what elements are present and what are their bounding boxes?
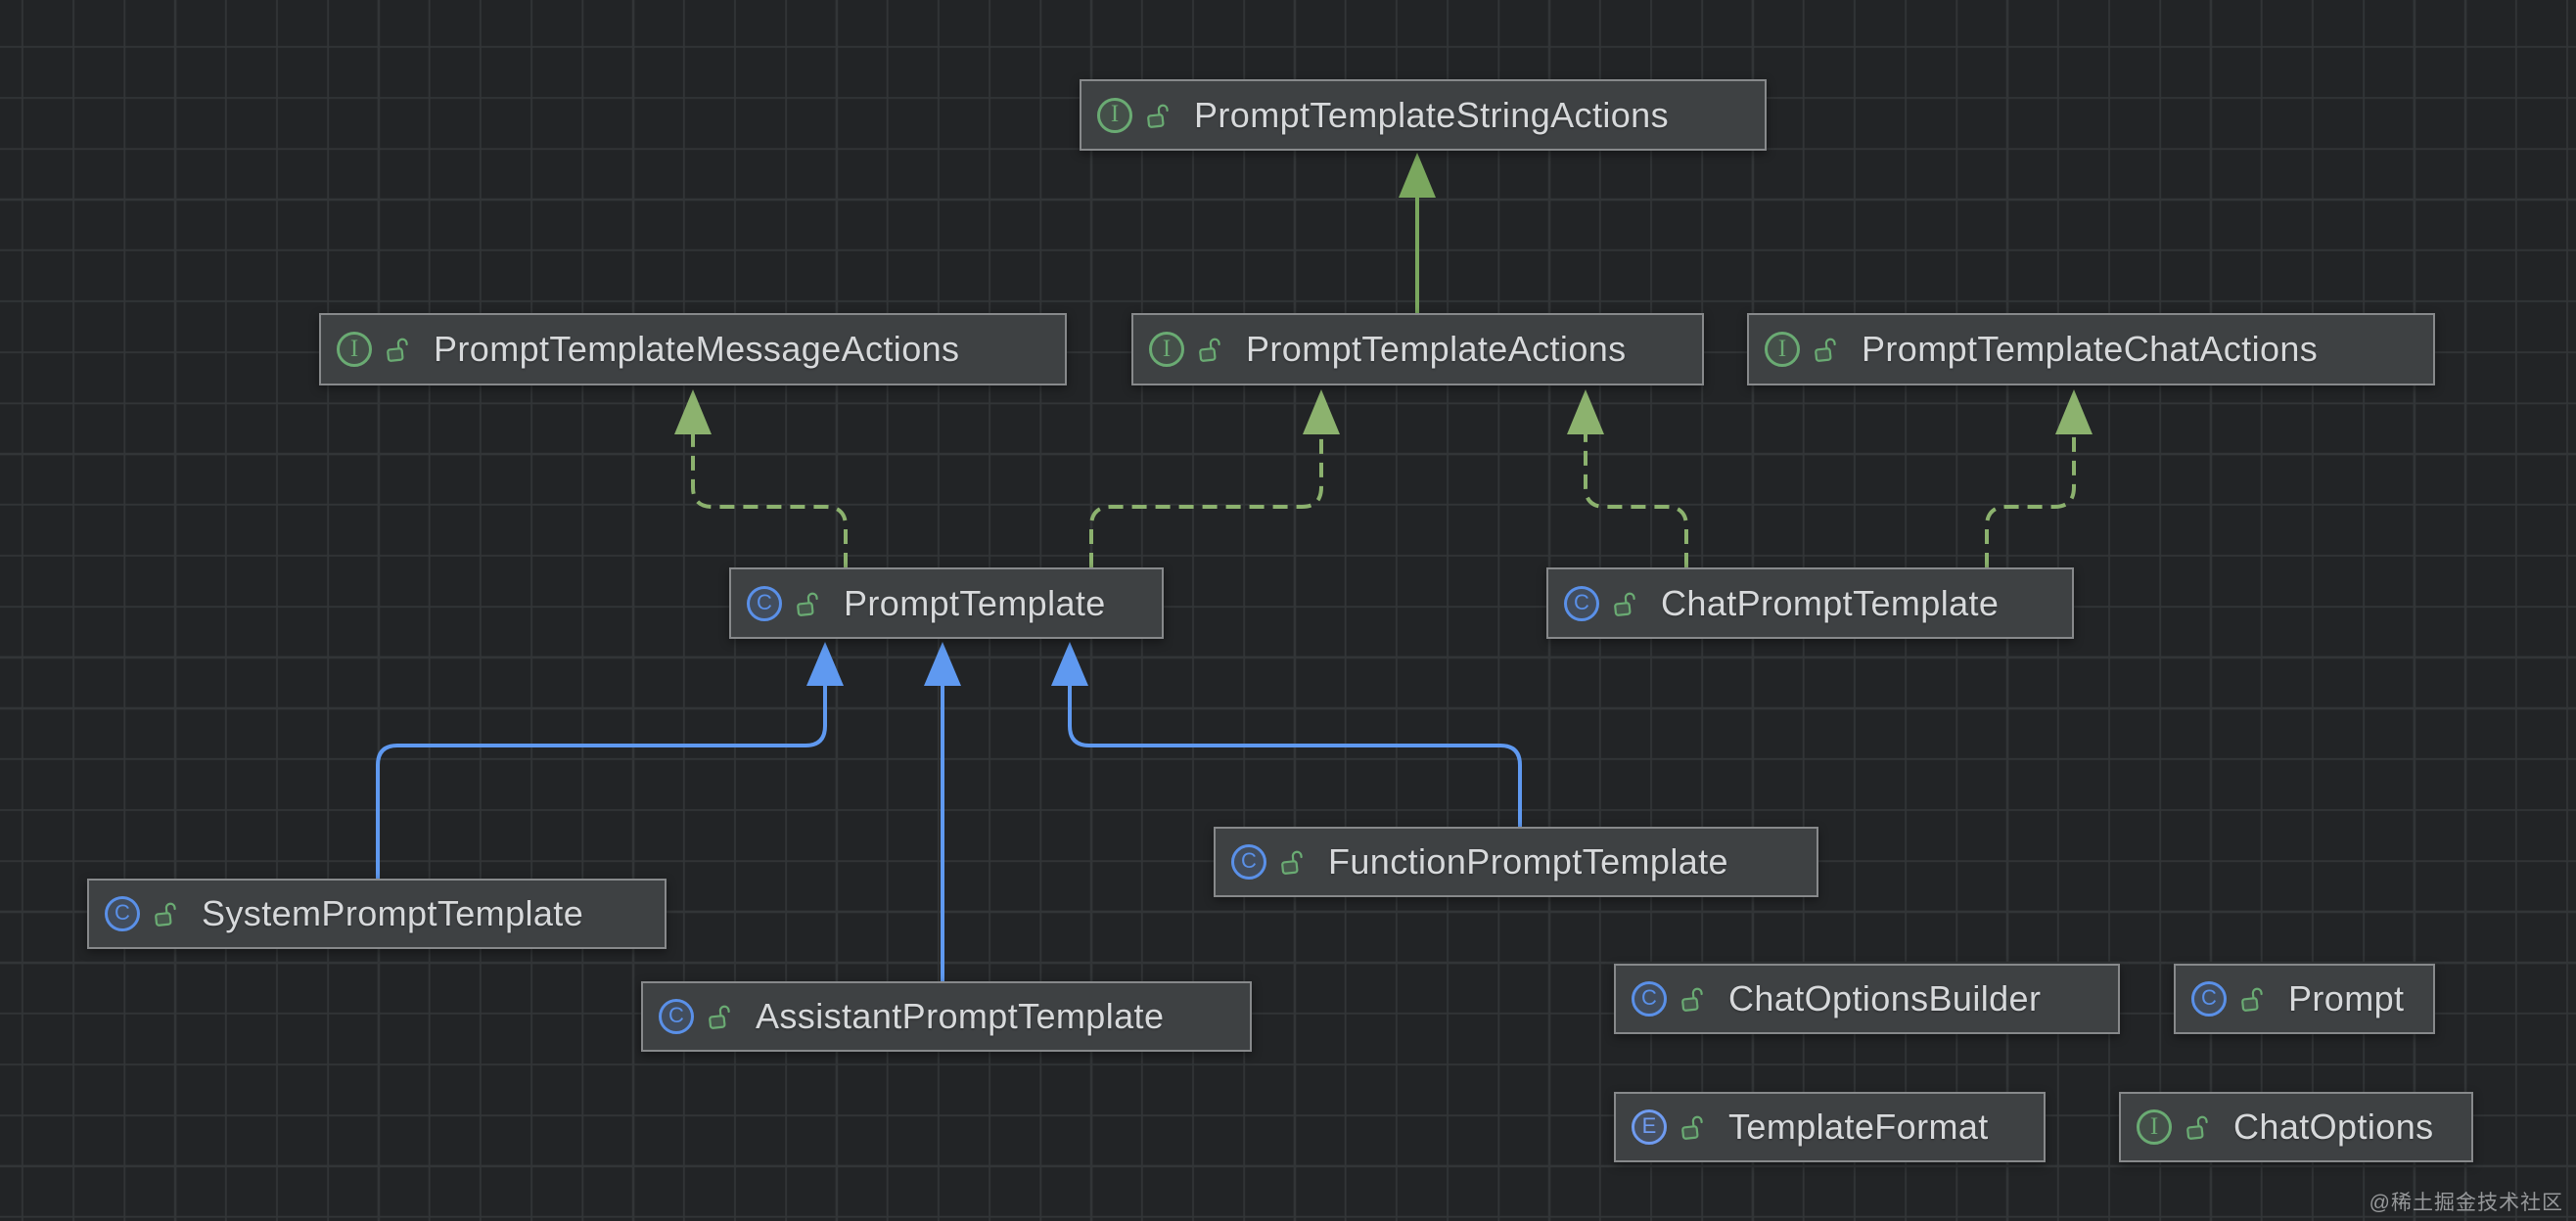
- node-label: PromptTemplateActions: [1246, 329, 1627, 369]
- node-prompt-template-actions[interactable]: I PromptTemplateActions: [1131, 313, 1704, 385]
- node-chat-options-builder[interactable]: C ChatOptionsBuilder: [1614, 964, 2120, 1034]
- unlocked-public-icon: [155, 902, 176, 927]
- class-icon: C: [659, 999, 694, 1034]
- node-system-prompt-template[interactable]: C SystemPromptTemplate: [87, 879, 667, 949]
- unlocked-public-icon: [797, 592, 818, 616]
- node-label: SystemPromptTemplate: [202, 893, 584, 933]
- class-icon: C: [2191, 981, 2227, 1017]
- unlocked-public-icon: [1614, 592, 1635, 616]
- node-prompt-template-message-actions[interactable]: I PromptTemplateMessageActions: [319, 313, 1067, 385]
- node-function-prompt-template[interactable]: C FunctionPromptTemplate: [1214, 827, 1818, 897]
- extends-arrowhead-icon: [806, 642, 844, 686]
- interface-icon: I: [2137, 1109, 2172, 1145]
- implements-arrowhead-icon: [1303, 389, 1340, 434]
- implements-arrowhead-icon: [1567, 389, 1604, 434]
- node-label: ChatOptions: [2233, 1107, 2434, 1147]
- node-prompt-template[interactable]: C PromptTemplate: [729, 567, 1164, 639]
- interface-icon: I: [1097, 97, 1132, 133]
- unlocked-public-icon: [387, 338, 408, 362]
- node-prompt-template-string-actions[interactable]: I PromptTemplateStringActions: [1080, 79, 1767, 151]
- unlocked-public-icon: [1199, 338, 1220, 362]
- edge-systemprompttemplate-extends-prompttemplate: [376, 642, 844, 879]
- unlocked-public-icon: [2186, 1115, 2208, 1140]
- implements-arrowhead-icon: [2055, 389, 2093, 434]
- node-label: TemplateFormat: [1728, 1107, 1989, 1147]
- edge-prompttemplateactions-extends-prompttemplatestringactions: [1399, 153, 1436, 313]
- node-label: AssistantPromptTemplate: [756, 996, 1165, 1036]
- class-icon: C: [1231, 844, 1266, 880]
- unlocked-public-icon: [1681, 1115, 1703, 1140]
- interface-icon: I: [337, 332, 372, 367]
- node-label: ChatOptionsBuilder: [1728, 978, 2042, 1018]
- edge-chatprompttemplate-implements-prompttemplatechatactions: [1985, 389, 2093, 567]
- unlocked-public-icon: [1147, 104, 1169, 128]
- interface-icon: I: [1149, 332, 1184, 367]
- unlocked-public-icon: [1681, 987, 1703, 1012]
- edge-functionprompttemplate-extends-prompttemplate: [1051, 642, 1522, 827]
- node-chat-prompt-template[interactable]: C ChatPromptTemplate: [1546, 567, 2074, 639]
- class-icon: C: [1564, 585, 1599, 621]
- extends-arrowhead-icon: [1051, 642, 1088, 686]
- class-icon: C: [105, 896, 140, 931]
- node-chat-options[interactable]: I ChatOptions: [2119, 1092, 2473, 1162]
- unlocked-public-icon: [1815, 338, 1836, 362]
- unlocked-public-icon: [709, 1005, 730, 1029]
- implements-arrowhead-icon: [674, 389, 712, 434]
- node-label: ChatPromptTemplate: [1661, 582, 2000, 623]
- watermark: @稀土掘金技术社区: [2369, 1192, 2563, 1214]
- enum-icon: E: [1632, 1109, 1667, 1145]
- interface-icon: I: [1765, 332, 1800, 367]
- class-icon: C: [1632, 981, 1667, 1017]
- edge-chatprompttemplate-implements-prompttemplateactions: [1567, 389, 1688, 567]
- extends-arrowhead-icon: [924, 642, 961, 686]
- node-label: Prompt: [2288, 978, 2405, 1018]
- edge-prompttemplate-implements-prompttemplateactions: [1089, 389, 1340, 567]
- node-prompt-template-chat-actions[interactable]: I PromptTemplateChatActions: [1747, 313, 2435, 385]
- node-label: PromptTemplate: [844, 582, 1106, 623]
- node-label: FunctionPromptTemplate: [1328, 841, 1728, 882]
- class-icon: C: [747, 585, 782, 621]
- node-label: PromptTemplateStringActions: [1194, 94, 1670, 135]
- unlocked-public-icon: [2241, 987, 2263, 1012]
- node-label: PromptTemplateChatActions: [1862, 329, 2319, 369]
- node-template-format[interactable]: E TemplateFormat: [1614, 1092, 2046, 1162]
- node-prompt[interactable]: C Prompt: [2174, 964, 2435, 1034]
- edge-prompttemplate-implements-prompttemplatemessageactions: [674, 389, 848, 567]
- extends-arrowhead-icon: [1399, 153, 1436, 198]
- edge-assistantprompttemplate-extends-prompttemplate: [924, 642, 961, 981]
- node-assistant-prompt-template[interactable]: C AssistantPromptTemplate: [641, 981, 1252, 1052]
- unlocked-public-icon: [1281, 850, 1303, 875]
- node-label: PromptTemplateMessageActions: [434, 329, 960, 369]
